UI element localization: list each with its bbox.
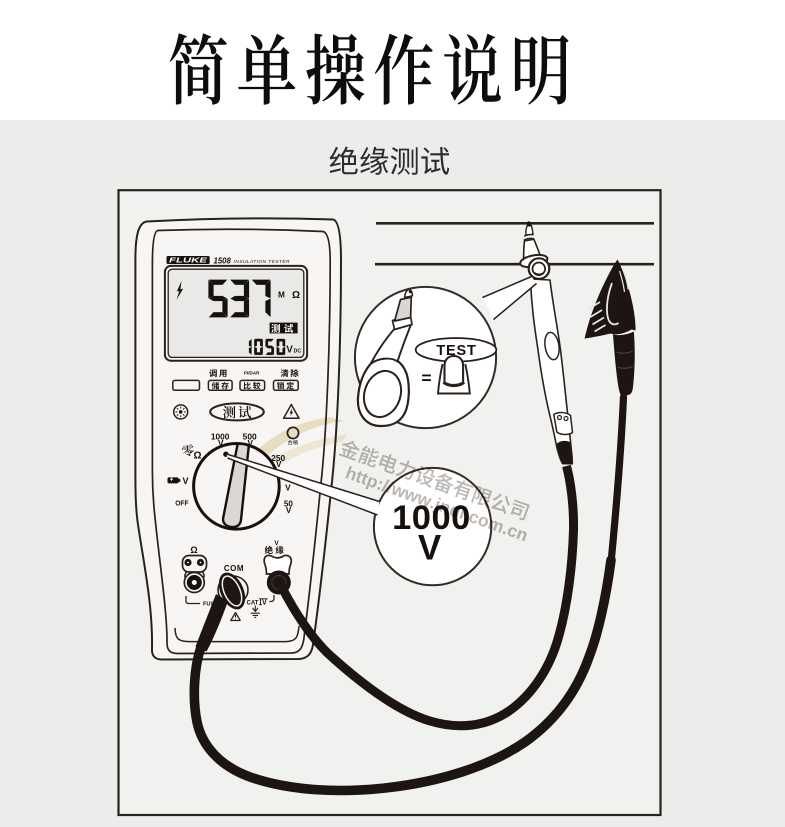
svg-text:V: V bbox=[276, 460, 282, 469]
svg-text:V: V bbox=[182, 476, 188, 486]
svg-text:1508: 1508 bbox=[214, 256, 232, 265]
svg-text:Ω: Ω bbox=[190, 545, 197, 555]
svg-text:1000: 1000 bbox=[211, 432, 230, 441]
svg-text:V: V bbox=[418, 529, 442, 568]
svg-text:TEST: TEST bbox=[436, 343, 476, 359]
svg-text:INSULATION TESTER: INSULATION TESTER bbox=[234, 259, 291, 265]
svg-text:COM: COM bbox=[224, 564, 244, 573]
svg-text:V: V bbox=[247, 439, 253, 448]
svg-text:V: V bbox=[286, 506, 292, 515]
svg-text:FLUKE: FLUKE bbox=[169, 256, 207, 265]
svg-text:Ω: Ω bbox=[292, 290, 300, 301]
svg-text:V: V bbox=[286, 344, 293, 355]
svg-text:CAT: CAT bbox=[247, 601, 259, 607]
svg-text:PI/DAR: PI/DAR bbox=[244, 371, 260, 376]
svg-text:=: = bbox=[421, 368, 431, 388]
svg-text:DC: DC bbox=[294, 348, 302, 354]
svg-text:1000: 1000 bbox=[392, 499, 471, 537]
svg-text:Ω: Ω bbox=[194, 451, 202, 462]
svg-text:M: M bbox=[278, 291, 285, 300]
svg-text:50: 50 bbox=[284, 500, 293, 509]
svg-text:OFF: OFF bbox=[175, 499, 189, 508]
svg-text:FUSE: FUSE bbox=[203, 602, 218, 608]
svg-text:500: 500 bbox=[243, 432, 257, 441]
svg-text:V: V bbox=[218, 439, 224, 448]
svg-text:V: V bbox=[274, 540, 279, 547]
svg-text:V: V bbox=[285, 483, 291, 492]
